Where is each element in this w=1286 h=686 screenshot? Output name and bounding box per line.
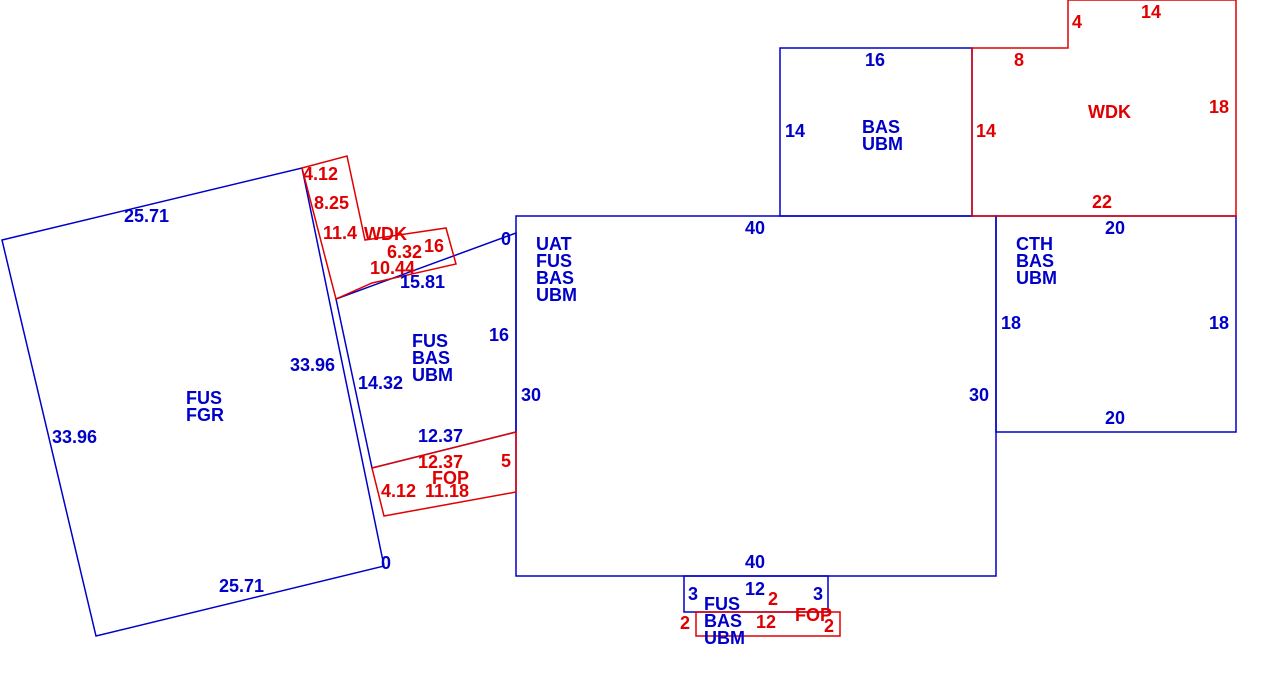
dim-wdk-large-4: 4 xyxy=(1072,12,1082,32)
dim-cth-top: 20 xyxy=(1105,218,1125,238)
top-area-label-1: BAS xyxy=(862,117,900,137)
main-area-label-3: BAS xyxy=(536,268,574,288)
main-area-label-1: UAT xyxy=(536,234,572,254)
dim-fop-bottom-12: 12 xyxy=(756,612,776,632)
dim-main-left: 30 xyxy=(521,385,541,405)
dim-fop-left-11-18: 11.18 xyxy=(425,481,469,501)
fop-left-outline xyxy=(371,431,517,517)
dim-top-left: 14 xyxy=(785,121,805,141)
wdk-large-outline xyxy=(971,0,1237,217)
fop-bottom-area-label: FOP xyxy=(795,605,832,625)
bottom-area-label-3: UBM xyxy=(704,628,745,648)
dim-fgr-right: 33.96 xyxy=(290,355,335,375)
dim-wdk-small-6-32: 6.32 xyxy=(387,242,422,262)
cth-area-label-3: UBM xyxy=(1016,268,1057,288)
dim-conn-corner: 0 xyxy=(501,229,511,249)
dim-wdk-large-14-top: 14 xyxy=(1141,2,1161,22)
dim-fgr-bottom: 25.71 xyxy=(219,576,264,596)
dim-wdk-small-10-44: 10.44 xyxy=(370,258,415,278)
dim-fop-left-12-37: 12.37 xyxy=(418,452,463,472)
dim-wdk-large-14-left: 14 xyxy=(976,121,996,141)
connector-area-label-3: UBM xyxy=(412,365,453,385)
wdk-small-outline xyxy=(301,155,457,301)
fgr-area-label-2: FGR xyxy=(186,405,224,425)
dim-wdk-small-4-12: 4.12 xyxy=(303,164,338,184)
main-area-label-4: UBM xyxy=(536,285,577,305)
dim-conn-top: 15.81 xyxy=(400,272,445,292)
dim-fgr-corner: 0 xyxy=(381,553,391,573)
wdk-small-area-label: WDK xyxy=(364,224,407,244)
dim-wdk-large-18: 18 xyxy=(1209,97,1229,117)
dim-bottom-left: 3 xyxy=(688,584,698,604)
dim-fop-left-5: 5 xyxy=(501,451,511,471)
dim-bottom-top: 12 xyxy=(745,579,765,599)
dim-main-top: 40 xyxy=(745,218,765,238)
fgr-block-outline xyxy=(1,167,385,637)
dim-fop-bottom-2-left: 2 xyxy=(680,613,690,633)
dim-wdk-small-8-25: 8.25 xyxy=(314,193,349,213)
main-area-label-2: FUS xyxy=(536,251,572,271)
top-area-label-2: UBM xyxy=(862,134,903,154)
wdk-large-area-label: WDK xyxy=(1088,102,1131,122)
dim-fgr-top: 25.71 xyxy=(124,206,169,226)
main-block-outline xyxy=(515,215,997,577)
fgr-area-label-1: FUS xyxy=(186,388,222,408)
bottom-area-label-1: FUS xyxy=(704,594,740,614)
dim-wdk-small-11-4: 11.4 xyxy=(323,223,357,243)
cth-area-label-1: CTH xyxy=(1016,234,1053,254)
cth-area-label-2: BAS xyxy=(1016,251,1054,271)
connector-area-label-2: BAS xyxy=(412,348,450,368)
dim-wdk-large-8: 8 xyxy=(1014,50,1024,70)
dim-conn-left: 14.32 xyxy=(358,373,403,393)
dim-wdk-large-22: 22 xyxy=(1092,192,1112,212)
dim-cth-right: 18 xyxy=(1209,313,1229,333)
dim-wdk-small-16: 16 xyxy=(424,236,444,256)
dim-top-top: 16 xyxy=(865,50,885,70)
dim-main-right: 30 xyxy=(969,385,989,405)
connector-area-label-1: FUS xyxy=(412,331,448,351)
dim-bottom-right: 3 xyxy=(813,584,823,604)
dim-conn-right: 16 xyxy=(489,325,509,345)
dim-fop-left-4-12: 4.12 xyxy=(381,481,416,501)
dim-cth-bottom: 20 xyxy=(1105,408,1125,428)
dim-fop-bottom-2-right: 2 xyxy=(824,616,834,636)
dim-conn-bottom: 12.37 xyxy=(418,426,463,446)
fop-bottom-outline xyxy=(695,611,841,637)
dim-fop-bottom-2-top: 2 xyxy=(768,589,778,609)
dim-cth-left: 18 xyxy=(1001,313,1021,333)
dim-fgr-left: 33.96 xyxy=(52,427,97,447)
fop-left-area-label: FOP xyxy=(432,468,469,488)
bottom-area-label-2: BAS xyxy=(704,611,742,631)
dim-main-bottom: 40 xyxy=(745,552,765,572)
